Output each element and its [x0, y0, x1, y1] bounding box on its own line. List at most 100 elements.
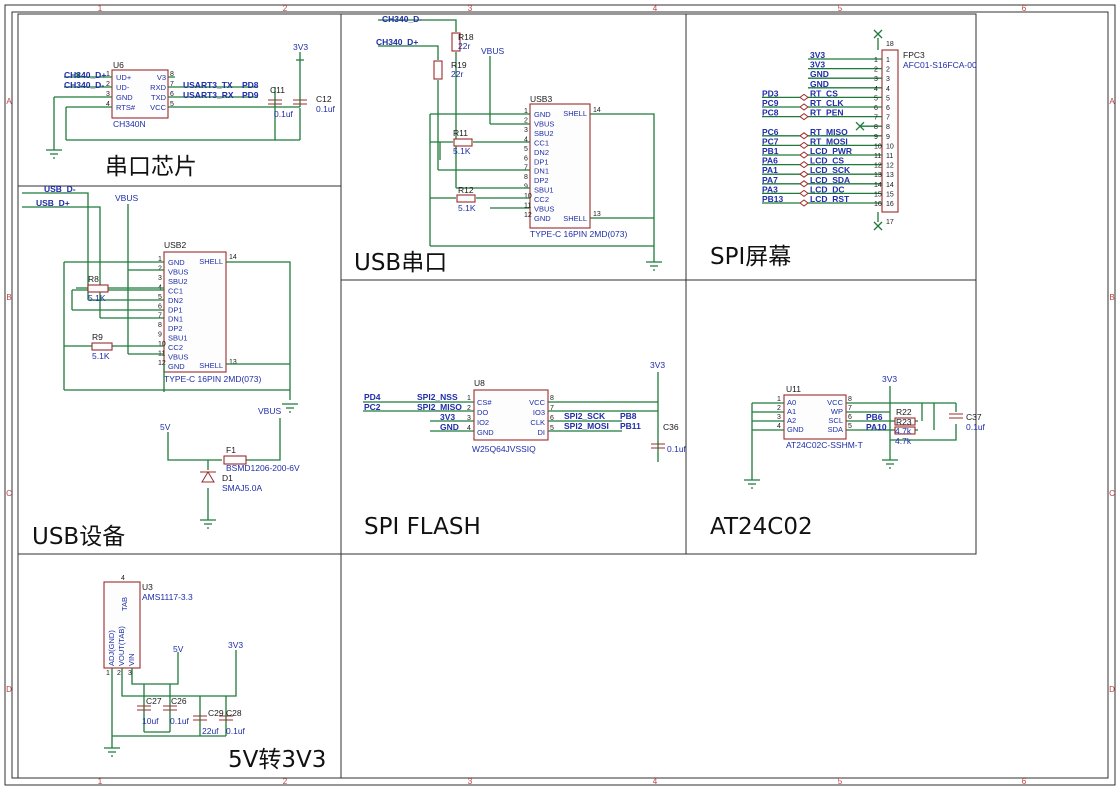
- usb3-r12: [456, 194, 476, 203]
- usb3-net-dp: CH340_D+: [376, 37, 418, 47]
- u6-num-4: 4: [106, 101, 110, 108]
- usb2-num-7: 7: [158, 313, 162, 320]
- u8-pin-di: DI: [538, 428, 546, 437]
- usb2-wiring: USB_D- USB_D+ VBUS R8 5.1K R9 5.1K 5V VB…: [22, 184, 300, 529]
- fpc3-inner-num-9: 9: [886, 134, 890, 141]
- u8-pin-clk: CLK: [530, 418, 545, 427]
- fpc3-num-2: 2: [874, 67, 878, 74]
- u11-num-6: 6: [848, 414, 852, 421]
- u3-num-3: 3: [128, 670, 132, 677]
- u6-c12-val: 0.1uf: [316, 104, 336, 114]
- ruler-col-2-bottom: 2: [283, 777, 288, 786]
- u8-num-2: 2: [467, 405, 471, 412]
- fpc3-inner-num-14: 14: [886, 182, 894, 189]
- usb3-r11: [453, 138, 473, 147]
- section-title-serial-chip: 串口芯片: [105, 154, 197, 180]
- u3-c28-ref: C28: [226, 708, 242, 718]
- u6-net-tx: USART3_TX: [183, 80, 233, 90]
- u8-pin-gnd: GND: [477, 428, 494, 437]
- u6-pin-rxd: RXD: [150, 83, 166, 92]
- u11-pwr-3v3: 3V3: [882, 374, 897, 384]
- ruler-row-d: D: [6, 685, 12, 694]
- u6-c11-ref: C11: [270, 85, 285, 95]
- u8-pin-vcc: VCC: [529, 398, 545, 407]
- fpc3-net-3: GND: [810, 69, 829, 79]
- usb2-d1-ref: D1: [222, 473, 233, 483]
- fpc3-port-5: PD3: [762, 88, 779, 98]
- ruler-col-6: 6: [1022, 4, 1027, 13]
- fpc3-net-10: RT_MOSI: [810, 136, 848, 146]
- usb3-r11-ref: R11: [453, 128, 468, 138]
- usb3-num-7: 7: [524, 165, 528, 172]
- sheet-inner-border: [11, 11, 1109, 779]
- u11-wiring: PB6 PA10 R22 R23 4.7k 4.7k C37 0.1uf 3V3: [744, 374, 986, 489]
- fpc3-inner-num-8: 8: [886, 124, 890, 131]
- ruler-col-3: 3: [468, 4, 473, 13]
- u8-net-mosi: SPI2_MOSI: [564, 421, 609, 431]
- u8-num-5: 5: [550, 425, 554, 432]
- fpc3-inner-num-2: 2: [886, 67, 890, 74]
- u11-body: [783, 394, 847, 440]
- u11-num-2: 2: [777, 405, 781, 412]
- u3-c29-val: 22uf: [202, 726, 219, 736]
- u8-num-3: 3: [467, 415, 471, 422]
- u6-pin-txd: TXD: [151, 93, 167, 102]
- u8-ref: U8: [474, 378, 485, 388]
- u11-r22-ref: R22: [896, 407, 912, 417]
- u6-net-dp: CH340_D+: [64, 70, 106, 80]
- fpc3-net-14: LCD_SDA: [810, 175, 850, 185]
- u11-r22-val: 4.7k: [895, 426, 912, 436]
- usb2-r8: [87, 284, 109, 293]
- usb3-part: TYPE-C 16PIN 2MD(073): [530, 229, 627, 239]
- usb3-num-9: 9: [524, 184, 528, 191]
- usb2-pin-3: SBU2: [168, 277, 188, 286]
- fpc3-num-14: 14: [874, 182, 882, 189]
- fpc3-net-6: RT_CLK: [810, 98, 844, 108]
- usb3-num-5: 5: [524, 146, 528, 153]
- usb3-r19: [433, 60, 443, 80]
- usb3-num-3: 3: [524, 127, 528, 134]
- u8-part: W25Q64JVSSIQ: [472, 444, 536, 454]
- section-title-regulator: 5V转3V3: [228, 747, 326, 773]
- u8-w25q64: U8 W25Q64JVSSIQ CS# DO IO2 GND VCC IO3 C…: [467, 378, 554, 454]
- u6-port-pd9: PD9: [242, 90, 259, 100]
- u8-num-7: 7: [550, 405, 554, 412]
- usb3-num-2: 2: [524, 117, 528, 124]
- u3-c26-val: 0.1uf: [170, 716, 190, 726]
- sheet-border: [4, 4, 1116, 786]
- u6-pin-vcc: VCC: [150, 103, 166, 112]
- usb2-r8-ref: R8: [88, 274, 99, 284]
- usb2-pin-1: GND: [168, 258, 185, 267]
- fpc3-num-12: 12: [874, 163, 882, 170]
- u8-net-gnd: GND: [440, 422, 459, 432]
- fpc3-body: [881, 49, 899, 213]
- u6-c11-val: 0.1uf: [274, 109, 294, 119]
- usb3-num-12: 12: [524, 212, 532, 219]
- usb2-num-3: 3: [158, 275, 162, 282]
- usb3-num-8: 8: [524, 174, 528, 181]
- usb2-shell-bottom: SHELL: [199, 361, 223, 370]
- ruler-col-5-bottom: 5: [838, 777, 843, 786]
- fpc3-port-10: PC7: [762, 136, 779, 146]
- fpc3-port-6: PC9: [762, 98, 779, 108]
- u3-num-2: 2: [117, 670, 121, 677]
- u3-ams1117: U3 AMS1117-3.3 TAB 4 ADJ(GND) VOUT(TAB) …: [103, 575, 193, 677]
- fpc3-port-14: PA7: [762, 175, 778, 185]
- fpc3-num-3: 3: [874, 76, 878, 83]
- ruler-row-a-right: A: [1109, 97, 1115, 106]
- usb2-body: [163, 251, 227, 373]
- usb3-shell-top: SHELL: [563, 109, 587, 118]
- u11-pin-sda: SDA: [828, 425, 843, 434]
- u8-num-6: 6: [550, 415, 554, 422]
- usb2-num-14: 14: [229, 254, 237, 261]
- ruler-row-c: C: [6, 489, 12, 498]
- u11-at24c02: U11 AT24C02C-SSHM-T A0 A1 A2 GND VCC WP …: [777, 384, 863, 450]
- usb3-num-6: 6: [524, 155, 528, 162]
- fpc3-num-17: 17: [886, 219, 894, 226]
- fpc3-net-11: LCD_PWR: [810, 146, 852, 156]
